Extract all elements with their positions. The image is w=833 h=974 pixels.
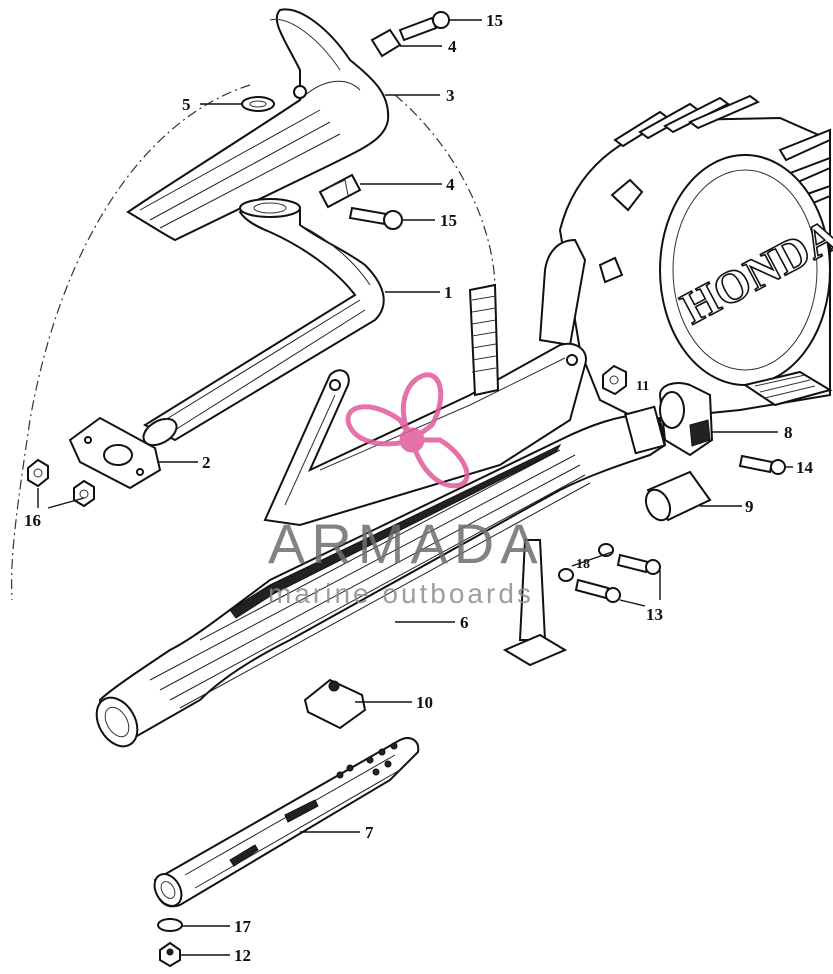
callout-16: 16 (24, 511, 41, 530)
callout-numbers: 15 4 5 3 4 15 1 2 16 11 8 14 9 18 13 6 1… (24, 11, 814, 965)
callout-12: 12 (234, 946, 251, 965)
exhaust-flange (68, 416, 162, 490)
callout-15-middle: 15 (440, 211, 457, 230)
callout-4-middle: 4 (446, 175, 455, 194)
rubber-sleeve (644, 470, 712, 522)
leader-lines (37, 19, 793, 956)
nut-11 (602, 364, 627, 396)
callout-5: 5 (182, 95, 191, 114)
callout-17: 17 (234, 917, 252, 936)
muffler-bracket (263, 283, 587, 667)
callout-15-top: 15 (486, 11, 503, 30)
callout-4-top: 4 (448, 37, 457, 56)
callout-1: 1 (444, 283, 453, 302)
washer-17 (157, 918, 183, 932)
muffler-clamp (658, 382, 714, 457)
callout-14: 14 (796, 458, 814, 477)
side-stand (468, 283, 500, 397)
callout-3: 3 (446, 86, 455, 105)
screw-12 (159, 941, 181, 968)
bolt-13-a (616, 553, 661, 575)
callout-2: 2 (202, 453, 211, 472)
exhaust-pipe (142, 198, 385, 447)
callout-8: 8 (784, 423, 793, 442)
bolt-14 (738, 454, 786, 475)
callout-11: 11 (636, 379, 649, 394)
exhaust-pipe-protector (126, 8, 390, 242)
callout-7: 7 (365, 823, 374, 842)
nut-16-b (73, 479, 95, 508)
gasket-washer (241, 96, 275, 112)
callout-9: 9 (745, 497, 754, 516)
clamp-4-middle (318, 173, 362, 209)
callout-10: 10 (416, 693, 433, 712)
watermark-title: ARMADA (268, 512, 544, 575)
muffler-joint-band (624, 405, 666, 455)
engine-assembly: HONDA (538, 94, 833, 422)
phantom-outline-right (394, 94, 496, 291)
bolt-15-middle (348, 206, 403, 230)
bolt-15-top (398, 11, 450, 42)
muffler-baffle (153, 737, 420, 908)
phantom-outline (10, 84, 251, 601)
callout-6: 6 (460, 613, 469, 632)
nut-16-a (27, 458, 49, 488)
cage-nut-10 (303, 678, 367, 730)
callout-18: 18 (576, 557, 590, 572)
watermark-propeller-logo (345, 372, 470, 489)
muffler (95, 405, 667, 748)
clamp-4-top (370, 28, 402, 58)
watermark-subtitle: marine outboards (268, 578, 534, 609)
washer-18-b (558, 568, 574, 582)
watermark: ARMADA marine outboards (268, 372, 544, 609)
callout-13: 13 (646, 605, 663, 624)
bolt-13-b (574, 578, 621, 603)
